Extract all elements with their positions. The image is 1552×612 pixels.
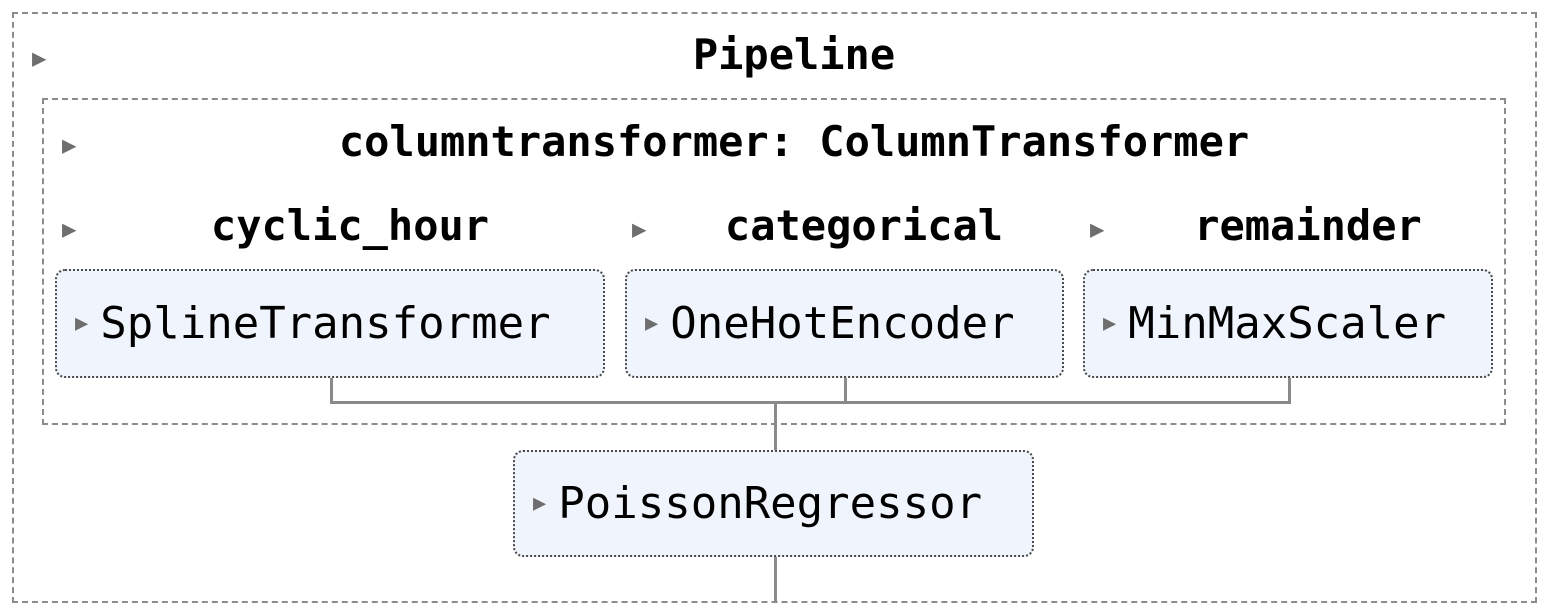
- branch-cyclic-hour-label[interactable]: cyclic_hour: [210, 201, 490, 250]
- branch-cyclic-hour-arrow-icon[interactable]: ▶: [62, 215, 77, 243]
- pipeline-title[interactable]: Pipeline: [692, 30, 896, 79]
- estimator-one-hot-encoder[interactable]: ▶ OneHotEncoder: [625, 269, 1064, 378]
- pipeline-expand-arrow-icon[interactable]: ▶: [32, 44, 47, 72]
- min-max-scaler-label: MinMaxScaler: [1128, 297, 1447, 349]
- columntransformer-expand-arrow-icon[interactable]: ▶: [62, 131, 77, 159]
- connector-spline-down: [330, 378, 333, 404]
- poisson-regressor-arrow-icon[interactable]: ▶: [533, 490, 547, 516]
- branch-categorical-label[interactable]: categorical: [724, 201, 1004, 250]
- connector-minmax-down: [1288, 378, 1291, 404]
- one-hot-encoder-label: OneHotEncoder: [670, 297, 1015, 349]
- connector-horizontal-bar: [330, 401, 1291, 404]
- min-max-scaler-arrow-icon[interactable]: ▶: [1103, 310, 1117, 336]
- poisson-regressor-label: PoissonRegressor: [558, 477, 983, 529]
- pipeline-container: [12, 12, 1537, 603]
- branch-remainder-label[interactable]: remainder: [1194, 201, 1422, 250]
- branch-categorical-arrow-icon[interactable]: ▶: [632, 215, 647, 243]
- connector-output: [774, 557, 777, 602]
- estimator-min-max-scaler[interactable]: ▶ MinMaxScaler: [1083, 269, 1493, 378]
- columntransformer-title[interactable]: columntransformer: ColumnTransformer: [338, 117, 1250, 166]
- branch-remainder-arrow-icon[interactable]: ▶: [1090, 215, 1105, 243]
- spline-transformer-label: SplineTransformer: [100, 297, 551, 349]
- spline-transformer-arrow-icon[interactable]: ▶: [75, 310, 89, 336]
- connector-to-regressor: [774, 401, 777, 451]
- connector-onehot-down: [844, 378, 847, 404]
- estimator-poisson-regressor[interactable]: ▶ PoissonRegressor: [513, 450, 1034, 557]
- one-hot-encoder-arrow-icon[interactable]: ▶: [645, 310, 659, 336]
- estimator-spline-transformer[interactable]: ▶ SplineTransformer: [55, 269, 605, 378]
